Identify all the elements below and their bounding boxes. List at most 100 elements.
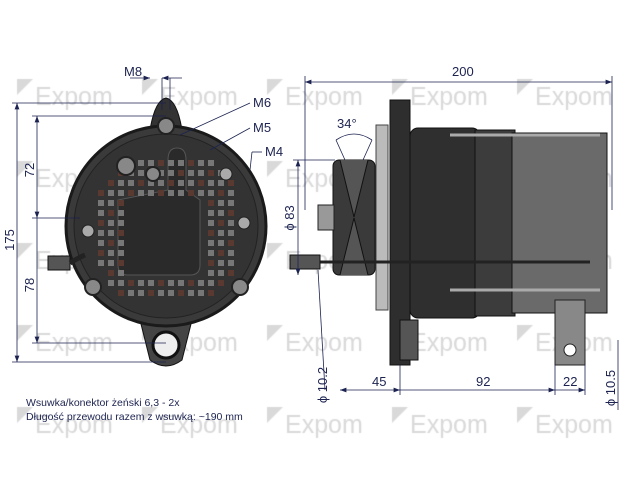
dim-pulley-diameter: ϕ 83: [282, 205, 297, 230]
terminal-square: [158, 280, 164, 286]
terminal-square: [98, 210, 104, 216]
terminal-square: [138, 180, 144, 186]
terminal-square: [188, 280, 194, 286]
terminal-square: [108, 210, 114, 216]
shaft-nut: [317, 204, 335, 231]
terminal-square: [218, 210, 224, 216]
terminal-square: [178, 290, 184, 296]
terminal-square: [188, 290, 194, 296]
terminal-square: [218, 190, 224, 196]
terminal-square: [168, 170, 174, 176]
terminal-square: [188, 190, 194, 196]
terminal-square: [148, 290, 154, 296]
terminal-square: [138, 160, 144, 166]
terminal-square: [118, 240, 124, 246]
terminal-square: [118, 180, 124, 186]
terminal-square: [138, 280, 144, 286]
rear-dimension-lines: [12, 75, 262, 363]
dim-200: 200: [452, 64, 474, 79]
terminal-square: [208, 160, 214, 166]
terminal-square: [118, 190, 124, 196]
terminal-square: [158, 190, 164, 196]
terminal-square: [98, 240, 104, 246]
terminal-square: [118, 270, 124, 276]
terminal-square: [198, 170, 204, 176]
terminal-square: [98, 220, 104, 226]
terminal-square: [108, 200, 114, 206]
terminal-square: [218, 180, 224, 186]
terminal-square: [168, 290, 174, 296]
terminal-square: [138, 170, 144, 176]
terminal-square: [168, 160, 174, 166]
dim-78: 78: [22, 278, 37, 292]
terminal-square: [188, 160, 194, 166]
terminal-square: [108, 230, 114, 236]
terminal-square: [108, 280, 114, 286]
terminal-square: [128, 290, 134, 296]
dim-hole-front: ϕ 10.2: [315, 367, 330, 403]
terminal-square: [128, 190, 134, 196]
terminal-square: [178, 280, 184, 286]
terminal-square: [108, 190, 114, 196]
terminal-square: [178, 190, 184, 196]
dim-angle: 34°: [337, 116, 357, 131]
terminal-square: [148, 280, 154, 286]
terminal-square: [208, 260, 214, 266]
terminal-square: [208, 290, 214, 296]
terminal-square: [208, 180, 214, 186]
terminal-square: [158, 170, 164, 176]
fan: [375, 124, 389, 311]
label-m6: M6: [253, 95, 271, 110]
terminal-square: [98, 230, 104, 236]
terminal-square: [208, 280, 214, 286]
terminal-square: [228, 210, 234, 216]
terminal-square: [158, 160, 164, 166]
terminal-square: [118, 210, 124, 216]
terminal-square: [108, 250, 114, 256]
terminal-square: [228, 180, 234, 186]
terminal-square: [228, 270, 234, 276]
dim-hole-rear: ϕ 10.5: [603, 370, 618, 406]
terminal-square: [228, 190, 234, 196]
terminal-square: [228, 260, 234, 266]
dim-175: 175: [2, 229, 17, 251]
dim-45: 45: [372, 374, 386, 389]
note-connector: Wsuwka/konektor żeński 6,3 - 2x: [26, 397, 180, 409]
terminal-square: [148, 160, 154, 166]
terminal-square: [208, 240, 214, 246]
terminal-square: [228, 220, 234, 226]
terminal-square: [138, 290, 144, 296]
terminal-square: [98, 250, 104, 256]
terminal-square: [108, 270, 114, 276]
terminal-square: [218, 240, 224, 246]
terminal-square: [118, 220, 124, 226]
terminal-square: [218, 200, 224, 206]
terminal-square: [198, 290, 204, 296]
m5-terminal: [145, 166, 161, 182]
stator: [474, 129, 516, 317]
terminal-square: [208, 190, 214, 196]
terminal-square: [98, 190, 104, 196]
alternator-rear-view: [47, 97, 268, 367]
terminal-square: [158, 290, 164, 296]
terminal-square: [198, 180, 204, 186]
terminal-square: [218, 250, 224, 256]
terminal-square: [218, 260, 224, 266]
terminal-square: [128, 180, 134, 186]
terminal-square: [118, 280, 124, 286]
terminal-square: [168, 190, 174, 196]
terminal-square: [208, 250, 214, 256]
terminal-square: [208, 210, 214, 216]
terminal-square: [188, 170, 194, 176]
terminal-square: [118, 230, 124, 236]
terminal-square: [208, 220, 214, 226]
terminal-square: [228, 250, 234, 256]
terminal-square: [178, 170, 184, 176]
terminal-square: [118, 290, 124, 296]
terminal-square: [178, 180, 184, 186]
dim-72: 72: [22, 163, 37, 177]
terminal-square: [198, 280, 204, 286]
terminal-square: [208, 200, 214, 206]
dim-92: 92: [476, 374, 490, 389]
